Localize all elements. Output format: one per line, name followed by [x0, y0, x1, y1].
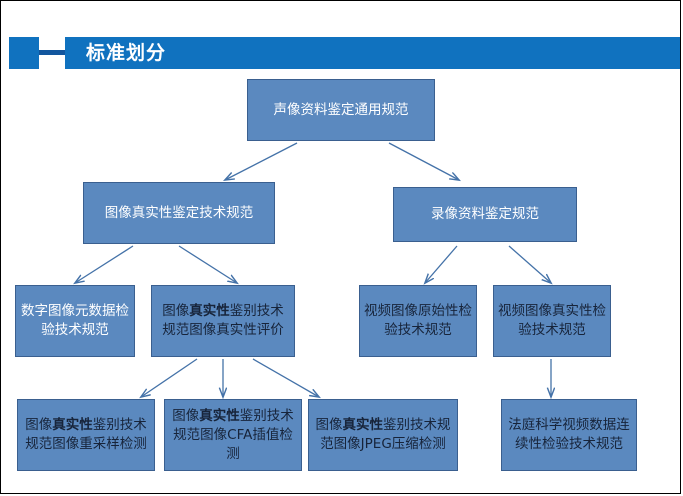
node-cfa-text-pre: 图像	[172, 407, 200, 424]
node-root[interactable]: 声像资料鉴定通用规范	[247, 79, 435, 141]
node-video-originality-inspection-label: 视频图像原始性检验技术规范	[364, 303, 472, 338]
node-video-data-continuity-inspection[interactable]: 法庭科学视频数据连续性检验技术规范	[501, 399, 637, 471]
node-video-material-standard[interactable]: 录像资料鉴定规范	[393, 187, 577, 242]
node-metadata-inspection-label: 数字图像元数据检验技术规范	[21, 303, 129, 338]
node-image-jpeg-compression-detection-label: 图像真实性鉴别技术规范图像JPEG压缩检测	[313, 416, 453, 454]
node-image-cfa-interpolation-detection[interactable]: 图像真实性鉴别技术规范图像CFA插值检测	[164, 399, 302, 471]
node-cfa-text-post: 鉴别技术规范图像CFA插值检测	[173, 407, 294, 462]
page-title: 标准划分	[86, 42, 167, 64]
node-video-material-standard-label: 录像资料鉴定规范	[431, 206, 539, 222]
node-resample-text-pre: 图像	[25, 417, 53, 433]
node-image-authenticity-standard[interactable]: 图像真实性鉴定技术规范	[83, 182, 275, 244]
node-eval-text-bold: 真实性	[189, 303, 230, 319]
node-image-authenticity-standard-label: 图像真实性鉴定技术规范	[104, 204, 254, 221]
node-jpeg-text-post: 鉴别技术规范图像JPEG压缩检测	[320, 417, 451, 452]
node-video-authenticity-inspection[interactable]: 视频图像真实性检验技术规范	[493, 285, 611, 357]
node-video-authenticity-inspection-label: 视频图像真实性检验技术规范	[498, 303, 606, 338]
node-image-jpeg-compression-detection[interactable]: 图像真实性鉴别技术规范图像JPEG压缩检测	[308, 399, 458, 471]
node-video-originality-inspection[interactable]: 视频图像原始性检验技术规范	[359, 285, 477, 357]
node-jpeg-text-pre: 图像	[315, 417, 343, 433]
node-image-authenticity-evaluation[interactable]: 图像真实性鉴别技术规范图像真实性评价	[151, 285, 295, 357]
node-image-cfa-interpolation-detection-label: 图像真实性鉴别技术规范图像CFA插值检测	[169, 407, 297, 464]
title-bar-background	[9, 37, 680, 69]
node-metadata-inspection[interactable]: 数字图像元数据检验技术规范	[15, 285, 135, 357]
node-video-data-continuity-inspection-label: 法庭科学视频数据连续性检验技术规范	[508, 417, 630, 452]
node-jpeg-text-bold: 真实性	[342, 417, 384, 433]
node-image-resampling-detection-label: 图像真实性鉴别技术规范图像重采样检测	[22, 416, 150, 454]
node-cfa-text-bold: 真实性	[199, 407, 240, 424]
title-decoration-left-block	[9, 37, 39, 69]
title-decoration-crossbar	[39, 50, 65, 55]
node-image-resampling-detection[interactable]: 图像真实性鉴别技术规范图像重采样检测	[17, 399, 155, 471]
node-root-label: 声像资料鉴定通用规范	[273, 101, 409, 118]
node-eval-text-post: 鉴别技术规范图像真实性评价	[162, 303, 284, 338]
node-image-authenticity-evaluation-label: 图像真实性鉴别技术规范图像真实性评价	[156, 302, 290, 340]
node-eval-text-pre: 图像	[162, 303, 190, 319]
node-resample-text-post: 鉴别技术规范图像重采样检测	[25, 417, 147, 452]
node-resample-text-bold: 真实性	[52, 417, 93, 433]
